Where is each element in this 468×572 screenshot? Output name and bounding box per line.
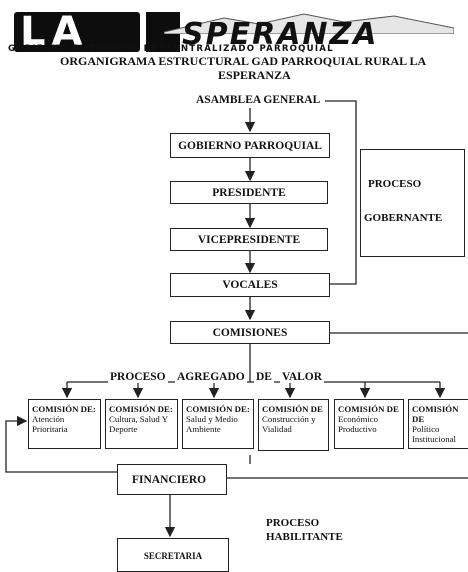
commission-heading: COMISIÓN DE [338, 404, 399, 414]
logo: LA SPERANZA GOBIERNO AUTONOMO DESCENTRAL… [8, 6, 456, 58]
commission-heading: COMISIÓN DE [412, 404, 459, 424]
commission-body: Salud y Medio Ambiente [186, 414, 238, 434]
commission-heading: COMISIÓN DE: [109, 404, 173, 414]
node-vocales: VOCALES [170, 273, 330, 297]
commission-atencion-prioritaria: COMISIÓN DE: Atención Prioritaria [28, 399, 101, 449]
node-presidente: PRESIDENTE [170, 181, 328, 204]
commission-heading: COMISIÓN DE: [32, 404, 96, 414]
commission-economico-productivo: COMISIÓN DE Económico Productivo [334, 399, 404, 449]
proceso-gobernante-label-1: PROCESO [368, 178, 422, 190]
commission-body: Cultura, Salud Y Deporte [109, 414, 168, 434]
commission-salud-medio-ambiente: COMISIÓN DE: Salud y Medio Ambiente [182, 399, 254, 449]
proceso-agregado-w2: AGREGADO [175, 371, 247, 383]
proceso-agregado-w3: DE [254, 371, 274, 383]
logo-speranza-word: SPERANZA [182, 17, 379, 52]
commission-body: Construcción y Vialidad [262, 414, 316, 434]
commission-construccion-vialidad: COMISIÓN DE Construcción y Vialidad [258, 399, 329, 451]
commission-body: Económico Productivo [338, 414, 379, 434]
proceso-agregado-w4: VALOR [280, 371, 325, 383]
proceso-agregado-w1: PROCESO [108, 371, 168, 383]
proceso-gobernante-box [360, 149, 465, 257]
commission-cultura-salud-deporte: COMISIÓN DE: Cultura, Salud Y Deporte [105, 399, 178, 449]
node-comisiones: COMISIONES [170, 321, 330, 344]
commission-body: Atención Prioritaria [32, 414, 68, 434]
proceso-gobernante-label-2: GOBERNANTE [364, 212, 443, 224]
chart-title-line2: ESPERANZA [218, 68, 291, 82]
logo-la-letters: LA [20, 9, 89, 55]
node-financiero: FINANCIERO [117, 464, 227, 495]
node-vicepresidente: VICEPRESIDENTE [170, 228, 328, 251]
proceso-habilitante-label-1: PROCESO [266, 517, 320, 529]
node-asamblea-general: ASAMBLEA GENERAL [196, 94, 321, 106]
node-secretaria: SECRETARIA [117, 538, 229, 572]
chart-title-line1: ORGANIGRAMA ESTRUCTURAL GAD PARROQUIAL R… [60, 54, 427, 68]
logo-la-block [14, 12, 140, 52]
commission-heading: COMISIÓN DE: [186, 404, 250, 414]
proceso-habilitante-label-2: HABILITANTE [266, 531, 343, 543]
commission-heading: COMISIÓN DE [262, 404, 323, 414]
node-gobierno-parroquial: GOBIERNO PARROQUIAL [170, 133, 330, 158]
commission-body: Político Institucional [412, 424, 456, 444]
commission-politico-institucional: COMISIÓN DE Político Institucional [408, 399, 468, 449]
logo-mountain-graphic [164, 13, 454, 34]
logo-subtitle: GOBIERNO AUTONOMO DESCENTRALIZADO PARROQ… [8, 44, 334, 54]
